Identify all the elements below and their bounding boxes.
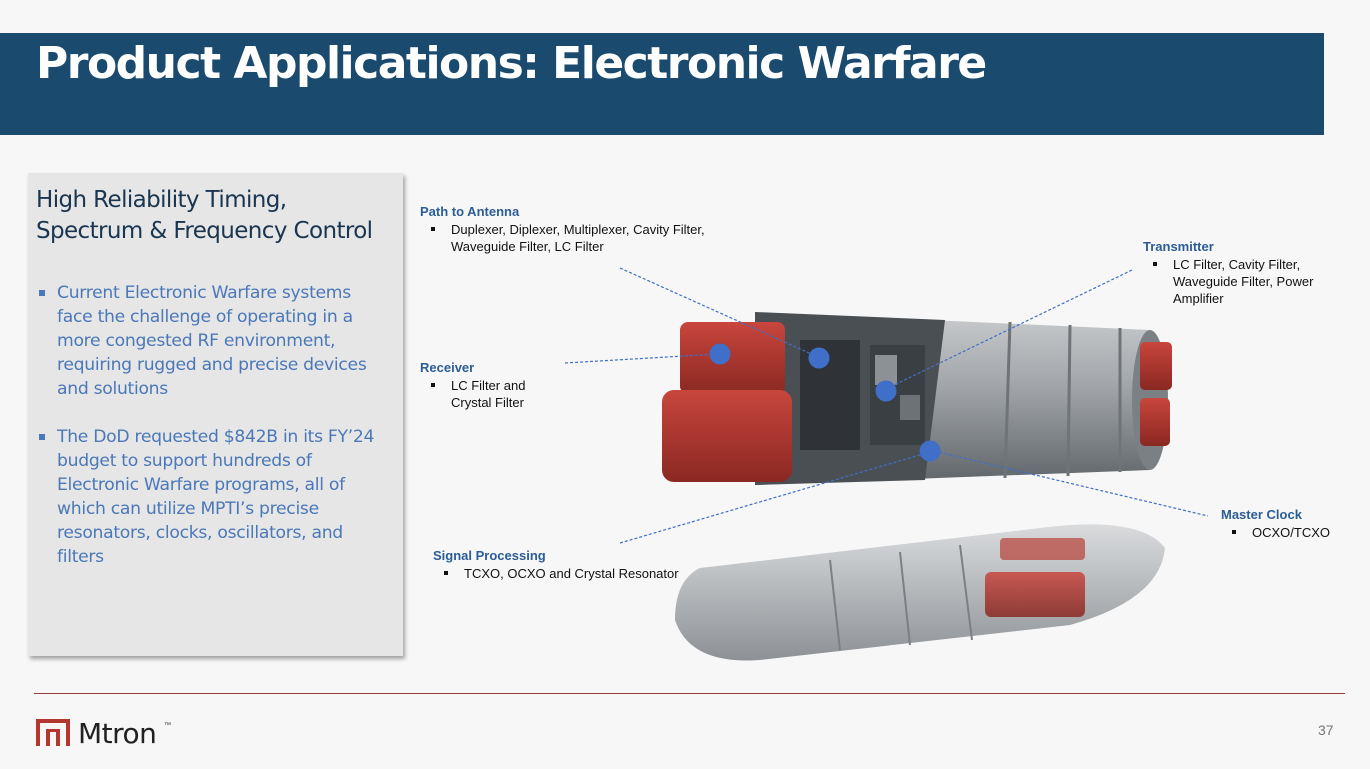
- page-title: Product Applications: Electronic Warfare: [36, 38, 987, 89]
- callout-item-text: LC Filter and: [451, 378, 526, 393]
- panel-bullet-list: Current Electronic Warfare systems face …: [36, 281, 381, 593]
- signal-processing-title: Signal Processing: [433, 548, 546, 563]
- receiver-title: Receiver: [420, 360, 475, 375]
- footer-divider: [34, 693, 1345, 694]
- callout-item-text: LC Filter, Cavity Filter,: [1173, 257, 1301, 272]
- callout-item: Crystal Filter: [430, 394, 525, 411]
- transmitter-list: LC Filter, Cavity Filter, Waveguide Filt…: [1152, 256, 1313, 307]
- callout-item: Waveguide Filter, Power: [1152, 273, 1313, 290]
- callout-item: OCXO/TCXO: [1231, 524, 1330, 541]
- callout-item-text: Amplifier: [1173, 291, 1224, 306]
- master-clock-list: OCXO/TCXO: [1231, 524, 1330, 541]
- callout-item: Duplexer, Diplexer, Multiplexer, Cavity …: [430, 221, 705, 238]
- connector-lines: [564, 267, 1209, 544]
- bullet-marker: [431, 383, 435, 387]
- transmitter-title: Transmitter: [1143, 239, 1214, 254]
- bullet-marker: [1153, 262, 1157, 266]
- bullet-marker: [1232, 530, 1236, 534]
- callout-item: LC Filter, Cavity Filter,: [1152, 256, 1313, 273]
- bullet-marker: [431, 227, 435, 231]
- mtron-logo-icon: [36, 719, 70, 746]
- callout-item-text: Duplexer, Diplexer, Multiplexer, Cavity …: [451, 222, 705, 237]
- callout-item-text: TCXO, OCXO and Crystal Resonator: [464, 566, 679, 581]
- callout-item-text: OCXO/TCXO: [1252, 525, 1331, 540]
- callout-markers: [709, 343, 941, 462]
- callout-item: Waveguide Filter, LC Filter: [430, 238, 705, 255]
- callout-item-text: Crystal Filter: [451, 395, 524, 410]
- title-band: [0, 33, 1324, 135]
- clock-marker: [919, 440, 941, 462]
- trademark-symbol: ™: [164, 722, 171, 729]
- panel-bullet: The DoD requested $842B in its FY’24 bud…: [36, 425, 381, 569]
- transmitter-marker: [875, 380, 897, 402]
- panel-bullet-text: Current Electronic Warfare systems face …: [57, 283, 367, 399]
- antenna-marker: [808, 347, 830, 369]
- brand-name: Mtron: [78, 717, 157, 750]
- callout-item: LC Filter and: [430, 377, 525, 394]
- signal-processing-list: TCXO, OCXO and Crystal Resonator: [443, 565, 679, 582]
- lower-pod: [675, 524, 1165, 661]
- info-panel: High Reliability Timing, Spectrum & Freq…: [28, 173, 403, 656]
- path-to-antenna-title: Path to Antenna: [420, 204, 520, 219]
- callout-item: TCXO, OCXO and Crystal Resonator: [443, 565, 679, 582]
- receiver-marker: [709, 343, 731, 365]
- bullet-marker: [39, 290, 45, 296]
- callout-item-text: Waveguide Filter, LC Filter: [451, 239, 604, 254]
- page-number: 37: [1318, 722, 1334, 738]
- path-to-antenna-list: Duplexer, Diplexer, Multiplexer, Cavity …: [430, 221, 705, 255]
- panel-bullet: Current Electronic Warfare systems face …: [36, 281, 381, 401]
- bullet-marker: [39, 434, 45, 440]
- panel-heading: High Reliability Timing, Spectrum & Freq…: [36, 187, 373, 244]
- callout-item: Amplifier: [1152, 290, 1313, 307]
- callout-item-text: Waveguide Filter, Power: [1173, 274, 1314, 289]
- main-pod: [662, 312, 1172, 485]
- master-clock-title: Master Clock: [1221, 507, 1302, 522]
- receiver-list: LC Filter and Crystal Filter: [430, 377, 525, 411]
- panel-bullet-text: The DoD requested $842B in its FY’24 bud…: [57, 427, 375, 567]
- bullet-marker: [444, 571, 448, 575]
